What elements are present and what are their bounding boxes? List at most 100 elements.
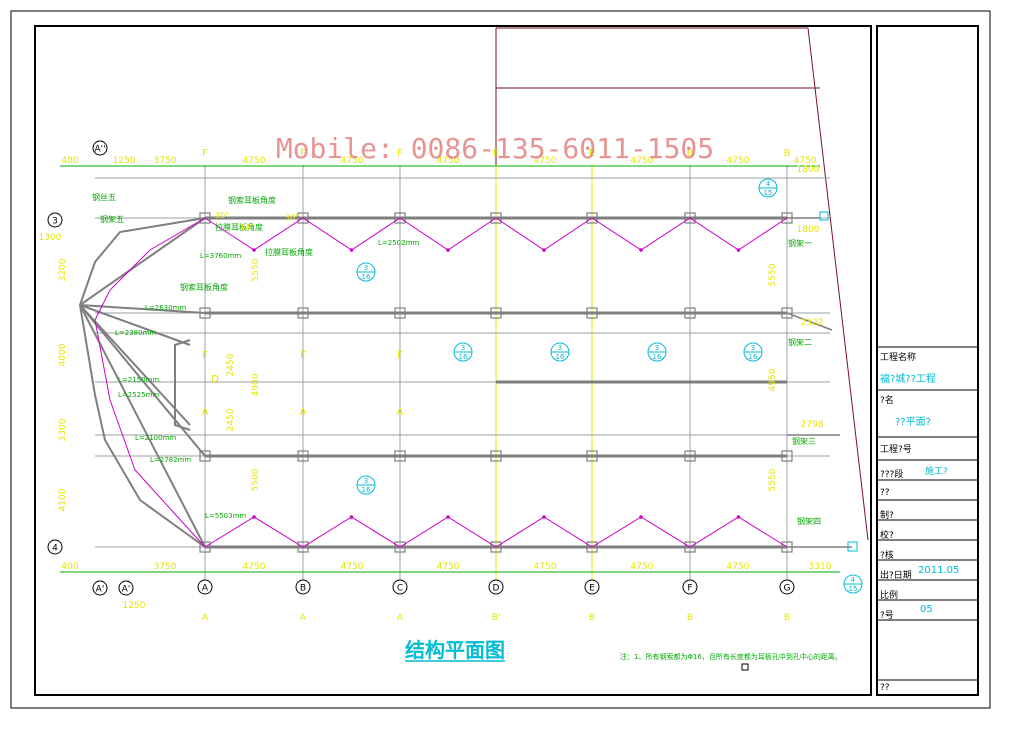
top-axis-label: E — [589, 148, 595, 159]
detail-marker-number: 4 — [851, 576, 856, 584]
bottom-axis-sub: A — [397, 613, 404, 623]
drawing-name-label: ?名 — [880, 396, 894, 406]
top-dimension: 4750 — [794, 156, 817, 166]
column-node — [297, 212, 309, 224]
corner-axis-bubble-circle — [92, 140, 108, 156]
column-node — [394, 541, 406, 553]
mid-axis-label: A — [202, 407, 209, 418]
member-label: 钢架三 — [792, 436, 816, 446]
mid-axis-label: F — [202, 350, 208, 361]
cable-node — [252, 248, 256, 252]
fan-steel-member — [79, 304, 191, 426]
outer-border — [10, 10, 991, 709]
top-axis-label: F — [202, 148, 208, 159]
project-name: 福?城??工程 — [880, 374, 936, 385]
angle-label: 30° — [285, 213, 299, 222]
structure-layer — [78, 211, 858, 553]
column-node — [490, 307, 502, 319]
middle-dimension: 5500 — [251, 468, 261, 491]
top-axis-label: E — [493, 148, 499, 159]
cable-length-label: L=2380mm — [115, 329, 156, 337]
bottom-axis-bubble-circle — [295, 579, 311, 595]
left-axis-bubble-circle — [47, 212, 63, 228]
left-dimension: 4100 — [58, 488, 68, 511]
fan-outer-edge — [78, 217, 206, 548]
approved-by-label: ?核 — [880, 551, 894, 561]
bottom-axis-bubble: C — [397, 584, 403, 594]
member-label: 钢架一 — [788, 238, 812, 248]
cable-length-label: L=2150mm — [118, 376, 159, 384]
left-axis-bubble-circle — [47, 539, 63, 555]
cable-node — [446, 515, 450, 519]
bottom-axis-bubble-circle — [488, 579, 504, 595]
project-name-label: 工程名称 — [880, 353, 917, 363]
right-dimension: 2322 — [801, 318, 824, 328]
top-axis-label: B — [687, 148, 694, 159]
right-dimension: 5550 — [768, 468, 778, 491]
bottom-axis-sub: B — [589, 613, 595, 623]
column-node — [297, 450, 309, 462]
corner-axis-bubble: A' — [122, 585, 131, 595]
detail-marker-number: 3 — [364, 477, 368, 485]
top-dimension: 4750 — [437, 156, 460, 166]
drawing-frame — [34, 25, 872, 696]
bottom-axis-bubble: G — [784, 584, 791, 594]
right-dimension: 4950 — [768, 368, 778, 391]
left-dimension: 3300 — [58, 418, 68, 441]
left-dimension: 3200 — [58, 258, 68, 281]
cable-bracing — [204, 217, 788, 251]
bottom-dimension: 4750 — [631, 562, 654, 572]
issue-date-label: 出?日期 — [880, 571, 912, 581]
fan-cable — [94, 217, 206, 548]
edge-tie — [786, 312, 833, 331]
cable-node — [639, 515, 643, 519]
middle-dimension: 5550 — [251, 258, 261, 281]
bottom-axis-sub: B' — [492, 613, 501, 623]
top-axis-label: F — [300, 148, 306, 159]
member-label: 钢架四 — [797, 516, 821, 526]
drawing-name: ??平面? — [895, 417, 931, 428]
top-dimension: 4750 — [727, 156, 750, 166]
bottom-dimension: 4750 — [341, 562, 364, 572]
cable-length-label: L=5503mm — [205, 512, 246, 520]
cable-length-label: L=2502mm — [378, 239, 419, 247]
cable-node — [446, 248, 450, 252]
watermark: Mobile: 0086-135-6011-1505 — [276, 132, 714, 165]
column-node — [586, 450, 598, 462]
cable-node — [542, 515, 546, 519]
angle-label: 14° — [240, 223, 254, 232]
row5-label: ?? — [880, 488, 890, 498]
cable-node — [349, 248, 354, 252]
anchor-plate — [819, 211, 829, 221]
bottom-axis-sub: A — [202, 613, 209, 623]
cable-node — [736, 515, 741, 519]
detail-marker-sheet: 16 — [556, 353, 565, 361]
bottom-axis-bubble-circle — [584, 579, 600, 595]
mid-axis-label: A — [397, 407, 404, 418]
column-node — [781, 307, 793, 319]
mid-axis-label: A — [300, 407, 307, 418]
column-node — [297, 541, 309, 553]
corner-axis-bubble-circle — [118, 580, 134, 596]
right-dimension: 2798 — [801, 420, 824, 430]
top-dimension: 3750 — [154, 156, 177, 166]
bottom-axis-bubble: F — [687, 584, 692, 594]
cable-node — [736, 248, 741, 252]
cable-node — [349, 515, 354, 519]
detail-marker-sheet: 16 — [459, 353, 468, 361]
fan-steel-member — [79, 304, 206, 457]
checked-by-label: 校? — [880, 531, 894, 541]
stage-label: ???段 — [880, 470, 904, 480]
top-dimension: 1800 — [797, 165, 820, 175]
mid-axis-label: D — [211, 374, 219, 385]
member-label: 拉膜耳板角度 — [215, 222, 263, 232]
detail-marker-sheet: 15 — [764, 189, 773, 197]
middle-dimension: 2450 — [226, 353, 236, 376]
bottom-axis-sub: A — [300, 613, 307, 623]
cable-node — [639, 248, 643, 252]
column-node — [490, 212, 502, 224]
column-node — [684, 212, 696, 224]
footer-label: ?? — [880, 683, 890, 693]
top-axis-label: F — [397, 148, 403, 159]
